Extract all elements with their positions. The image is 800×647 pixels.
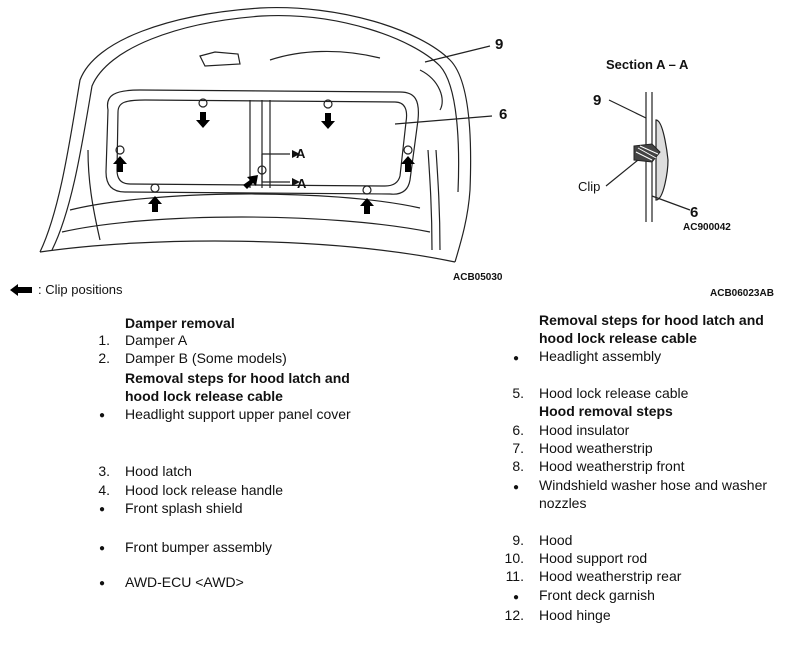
heading-latch-removal-right-1: Removal steps for hood latch and (539, 312, 764, 328)
callout-6-left: 6 (499, 106, 508, 123)
heading-latch-removal-1: Removal steps for hood latch and (125, 370, 350, 386)
hood-outline (39, 6, 472, 263)
callout-6-right: 6 (690, 204, 699, 221)
legend: : Clip positions (10, 282, 123, 297)
callout-clip: Clip (578, 179, 601, 194)
list-item-continuation: nozzles (539, 495, 587, 511)
section-label-a-top: A (296, 146, 306, 161)
section-title: Section A – A (606, 57, 689, 72)
callout-9-right: 9 (593, 92, 602, 109)
heading-latch-removal-2: hood lock release cable (125, 388, 283, 404)
figure-code-inner: AC900042 (683, 222, 731, 233)
heading-hood-removal: Hood removal steps (539, 403, 673, 419)
heading-damper-removal: Damper removal (125, 315, 235, 331)
figure-code-outer: ACB06023AB (710, 288, 774, 299)
figure-code-left: ACB05030 (453, 272, 503, 283)
hood-insulator-outline (105, 89, 420, 195)
callout-9-left: 9 (495, 36, 504, 53)
section-label-a-bottom: A (297, 176, 307, 191)
heading-latch-removal-right-2: hood lock release cable (539, 330, 697, 346)
left-arrow-icon (10, 283, 32, 296)
legend-text: : Clip positions (38, 282, 123, 297)
